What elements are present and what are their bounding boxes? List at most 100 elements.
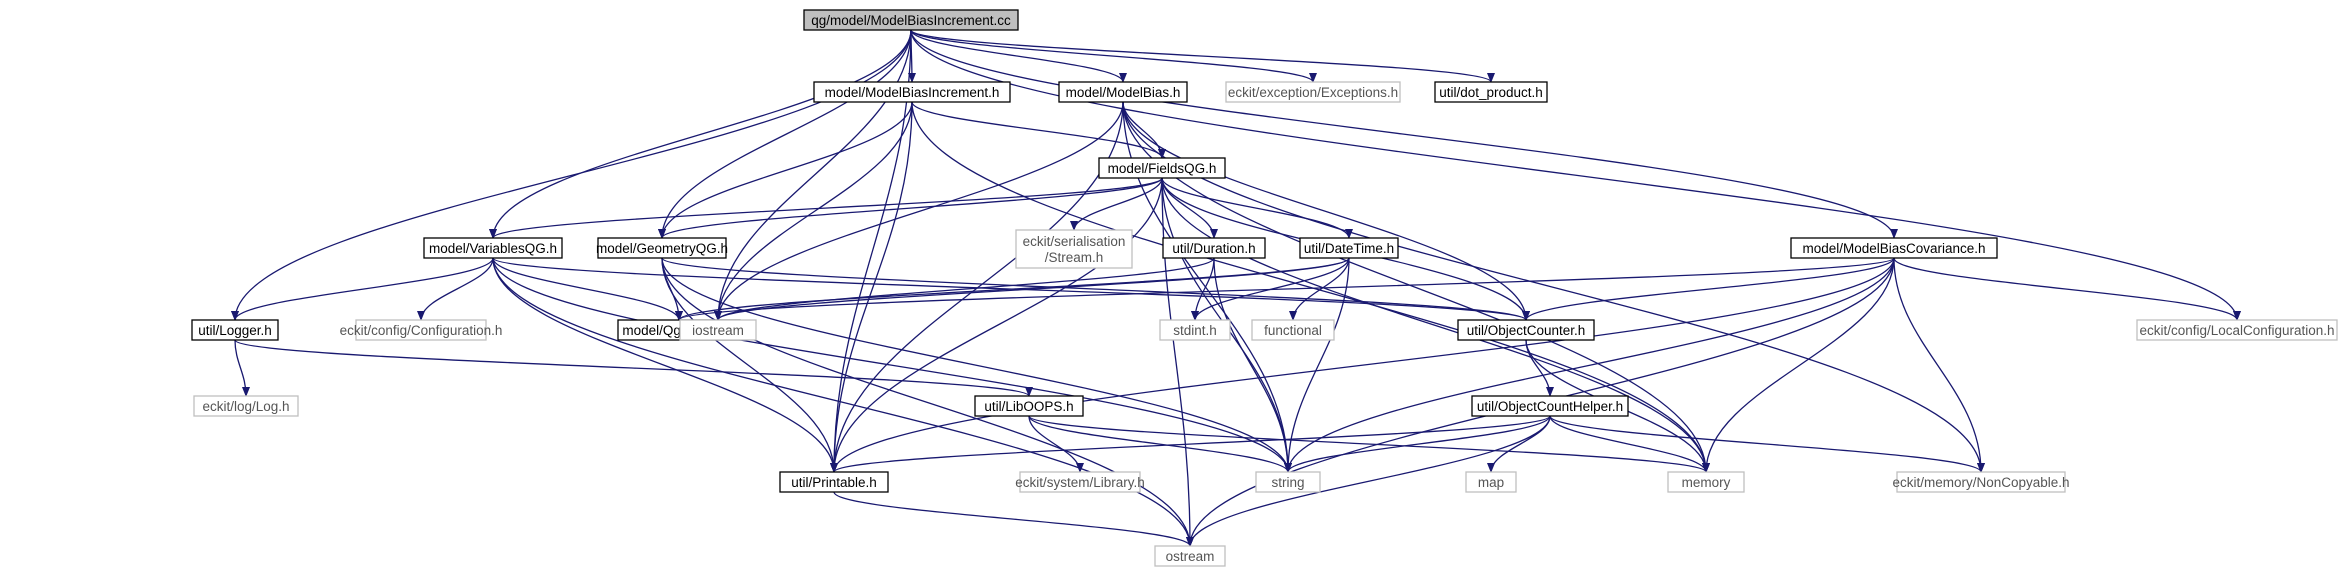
- node-label: util/Duration.h: [1172, 241, 1255, 256]
- edge-mbi_h-to-fields: [911, 101, 1166, 159]
- edge-duration-to-iostream: [714, 257, 1215, 321]
- node-box: [193, 395, 299, 417]
- node-box: [1434, 81, 1548, 103]
- node-label: model/VariablesQG.h: [429, 241, 557, 256]
- node-map: map: [1465, 471, 1517, 493]
- node-box: [2136, 319, 2338, 341]
- node-label: model/GeometryQG.h: [596, 241, 728, 256]
- edge-cov-to-fortran: [675, 257, 1895, 321]
- edge-vars-to-ostream: [492, 257, 1194, 547]
- edge-duration-to-string: [1213, 257, 1292, 473]
- edge-objcounter-to-countHelper: [1525, 339, 1554, 397]
- node-duration[interactable]: util/Duration.h: [1162, 237, 1266, 259]
- node-box: [355, 319, 487, 341]
- node-objcounter[interactable]: util/ObjectCounter.h: [1457, 319, 1595, 341]
- node-configuration: eckit/config/Configuration.h: [340, 319, 503, 341]
- node-box: [1255, 471, 1321, 493]
- edge-duration-to-stdint: [1191, 257, 1215, 321]
- edge-mb_h-to-iostream: [714, 101, 1124, 321]
- node-label: util/Printable.h: [791, 475, 877, 490]
- edge-geom-to-objcounter: [661, 257, 1530, 321]
- edge-cov-to-printable: [830, 257, 1895, 473]
- edge-cov-to-noncopyable: [1893, 257, 1985, 473]
- edge-fields-to-vars: [489, 177, 1163, 239]
- edge-mbi_h-to-geom: [658, 101, 913, 239]
- node-label: eckit/config/Configuration.h: [340, 323, 503, 338]
- node-label: eckit/memory/NonCopyable.h: [1892, 475, 2069, 490]
- node-functional: functional: [1251, 319, 1335, 341]
- node-box: [1251, 319, 1335, 341]
- node-box: [1457, 319, 1595, 341]
- node-label: model/ModelBiasCovariance.h: [1802, 241, 1985, 256]
- node-label: eckit/serialisation: [1023, 234, 1126, 249]
- node-root[interactable]: qg/model/ModelBiasIncrement.cc: [803, 9, 1019, 31]
- node-label: eckit/exception/Exceptions.h: [1228, 85, 1398, 100]
- node-vars[interactable]: model/VariablesQG.h: [423, 237, 563, 259]
- edge-root-to-iostream: [714, 29, 912, 321]
- node-stdint: stdint.h: [1159, 319, 1231, 341]
- node-mbi_h[interactable]: model/ModelBiasIncrement.h: [813, 81, 1011, 103]
- edge-countHelper-to-string: [1284, 415, 1551, 473]
- edge-geom-to-ostream: [661, 257, 1194, 547]
- node-box: [1667, 471, 1745, 493]
- node-box: [1471, 395, 1629, 417]
- edge-root-to-cov: [910, 29, 1898, 239]
- node-cov[interactable]: model/ModelBiasCovariance.h: [1790, 237, 1998, 259]
- edge-root-to-logger: [231, 29, 912, 321]
- node-label: eckit/config/LocalConfiguration.h: [2139, 323, 2334, 338]
- node-box: [423, 237, 563, 259]
- node-printable[interactable]: util/Printable.h: [779, 471, 889, 493]
- node-box: [1159, 319, 1231, 341]
- node-label: eckit/system/Library.h: [1015, 475, 1145, 490]
- node-label: util/dot_product.h: [1439, 85, 1543, 100]
- edge-root-to-localconfig: [910, 29, 2241, 321]
- node-label: model/ModelBias.h: [1066, 85, 1181, 100]
- node-label: functional: [1264, 323, 1322, 338]
- node-logger[interactable]: util/Logger.h: [191, 319, 279, 341]
- edge-mbi_h-to-memory: [911, 101, 1710, 473]
- node-label: util/LibOOPS.h: [984, 399, 1073, 414]
- edge-countHelper-to-noncopyable: [1549, 415, 1985, 473]
- nodes-layer: qg/model/ModelBiasIncrement.cc model/Mode…: [191, 9, 2338, 567]
- node-label: stdint.h: [1173, 323, 1217, 338]
- edge-fields-to-stream: [1070, 177, 1163, 231]
- node-label: util/ObjectCountHelper.h: [1477, 399, 1623, 414]
- node-box: [779, 471, 889, 493]
- node-countHelper[interactable]: util/ObjectCountHelper.h: [1471, 395, 1629, 417]
- node-label: eckit/log/Log.h: [202, 399, 289, 414]
- node-label: util/Logger.h: [198, 323, 272, 338]
- edge-mbi_h-to-iostream: [714, 101, 913, 321]
- edge-datetime-to-fortran: [675, 257, 1350, 321]
- edge-fields-to-geom: [658, 177, 1163, 239]
- edge-vars-to-fortran: [492, 257, 683, 321]
- edge-countHelper-to-ostream: [1186, 415, 1551, 547]
- edge-countHelper-to-map: [1487, 415, 1551, 473]
- edge-logger-to-log: [234, 339, 250, 397]
- edge-vars-to-string: [492, 257, 1292, 473]
- node-dot[interactable]: util/dot_product.h: [1434, 81, 1548, 103]
- edge-vars-to-printable: [492, 257, 838, 473]
- node-label: ostream: [1166, 549, 1215, 564]
- node-label: string: [1271, 475, 1304, 490]
- node-log: eckit/log/Log.h: [193, 395, 299, 417]
- node-datetime[interactable]: util/DateTime.h: [1299, 237, 1399, 259]
- node-label: iostream: [692, 323, 744, 338]
- node-geom[interactable]: model/GeometryQG.h: [596, 237, 728, 259]
- node-box: [1225, 81, 1401, 103]
- edge-cov-to-string: [1284, 257, 1895, 473]
- node-fields[interactable]: model/FieldsQG.h: [1098, 157, 1226, 179]
- edge-vars-to-logger: [231, 257, 494, 321]
- node-box: [679, 319, 757, 341]
- edge-countHelper-to-memory: [1549, 415, 1710, 473]
- node-mb_h[interactable]: model/ModelBias.h: [1058, 81, 1188, 103]
- edge-countHelper-to-printable: [830, 415, 1551, 473]
- node-label: model/FieldsQG.h: [1108, 161, 1217, 176]
- node-box: [813, 81, 1011, 103]
- edge-logger-to-liboops: [234, 339, 1033, 397]
- edge-liboops-to-string: [1028, 415, 1292, 473]
- node-box: [1162, 237, 1266, 259]
- node-liboops[interactable]: util/LibOOPS.h: [974, 395, 1084, 417]
- edge-fields-to-ostream: [1161, 177, 1194, 547]
- edge-geom-to-printable: [661, 257, 838, 473]
